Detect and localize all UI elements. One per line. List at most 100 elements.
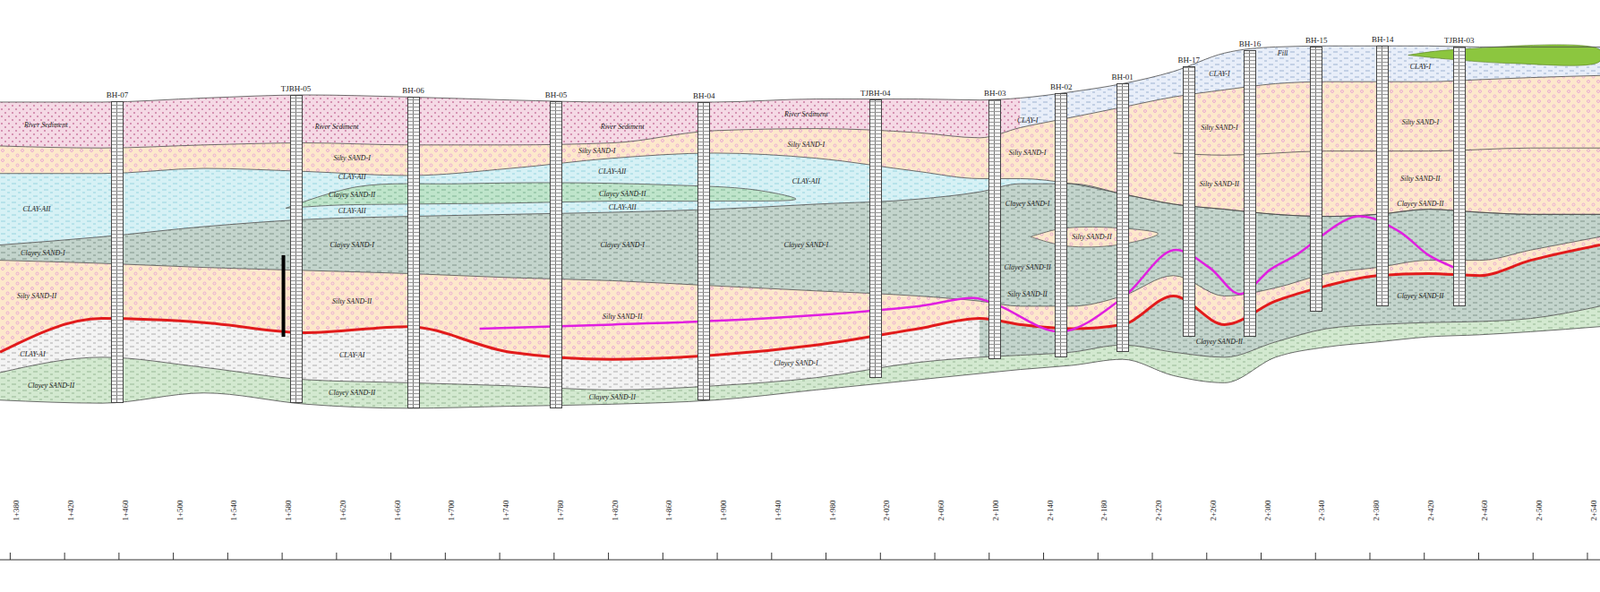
- layer-name: CLAY-AII: [598, 167, 626, 176]
- borehole-column: BH-15: [1304, 35, 1329, 312]
- axis-tick: [717, 552, 719, 560]
- chainage-label: 1+620: [337, 500, 347, 522]
- red-line: [0, 245, 1600, 360]
- chainage-label: 2+500: [1534, 500, 1544, 522]
- layer-name: Clayey SAND-II: [1196, 337, 1243, 346]
- chainage-label: 2+060: [936, 500, 946, 522]
- layer-name: Clayey SAND-II: [598, 189, 646, 198]
- borehole-log: [988, 99, 1002, 360]
- layer-name: CLAY-AI: [19, 350, 45, 359]
- borehole-column: BH-04: [692, 91, 717, 401]
- boundary-line: [0, 236, 1600, 306]
- layer-name: CLAY-AII: [792, 177, 821, 186]
- chainage-label: 1+700: [446, 500, 456, 522]
- magenta-line: [479, 215, 1455, 332]
- axis-tick: [64, 552, 66, 560]
- layer-name: Silty SAND-I: [787, 140, 826, 149]
- layer-name: Silty SAND-II: [1400, 174, 1440, 183]
- layer-name: Clayey SAND-I: [20, 248, 66, 257]
- borehole-id: BH-14: [1370, 34, 1395, 45]
- layer-name: Silty SAND-I: [1009, 148, 1047, 157]
- axis-tick: [1423, 552, 1425, 560]
- layer-name: CLAY-I: [1017, 116, 1038, 125]
- layer-name: Clayey SAND-II: [589, 393, 636, 402]
- axis-tick: [499, 552, 501, 560]
- borehole-log: [111, 101, 124, 403]
- borehole-id: TJBH-05: [280, 84, 313, 95]
- borehole-column: BH-03: [983, 88, 1008, 360]
- axis-tick: [444, 552, 446, 560]
- chainage-label: 2+260: [1207, 500, 1217, 522]
- borehole-column: BH-14: [1370, 34, 1395, 307]
- borehole-log: [697, 102, 711, 401]
- axis-tick: [1260, 552, 1262, 560]
- borehole-column: TJBH-04: [859, 88, 892, 378]
- boundary-line: [0, 45, 1600, 103]
- layer-name: Clayey SAND-II: [328, 388, 376, 397]
- chainage-label: 1+380: [11, 500, 21, 522]
- layer-name: Clayey SAND-II: [27, 381, 75, 390]
- layer-name: Clayey SAND-II: [328, 190, 376, 199]
- borehole-id: BH-17: [1176, 55, 1201, 66]
- layer-name: Silty SAND-I: [578, 146, 617, 155]
- axis-tick: [1097, 552, 1099, 560]
- axis-tick: [1043, 552, 1044, 560]
- layer-name: River Sediment: [24, 120, 69, 129]
- silty-sand-lens: [1030, 226, 1158, 247]
- borehole-column: BH-07: [105, 90, 130, 403]
- layer-name: Silty SAND-II: [17, 291, 57, 300]
- chainage-label: 1+580: [283, 500, 293, 522]
- axis-tick: [1206, 552, 1207, 560]
- chainage-label: 1+980: [827, 500, 837, 522]
- axis-tick: [335, 552, 337, 560]
- chainage-label: 2+220: [1154, 500, 1164, 522]
- layer-name: CLAY-I: [1208, 69, 1230, 78]
- borehole-column: BH-05: [544, 90, 569, 409]
- chainage-label: 2+420: [1425, 500, 1435, 522]
- borehole-id: BH-06: [401, 85, 426, 96]
- borehole-log: [290, 94, 303, 403]
- chainage-label: 1+500: [174, 500, 184, 522]
- layer-name: Silty SAND-I: [1402, 118, 1440, 127]
- layer-name: CLAY-I: [1410, 62, 1431, 71]
- layer-name: Silty SAND-II: [602, 312, 642, 321]
- borehole-log: [869, 99, 882, 378]
- axis-tick: [172, 552, 174, 560]
- chainage-label: 1+900: [718, 500, 728, 522]
- layer-name: Clayey SAND-I: [1005, 199, 1051, 208]
- axis-tick: [1152, 552, 1154, 560]
- axis-tick: [1532, 552, 1534, 560]
- chainage-label: 2+140: [1044, 500, 1054, 522]
- axis-tick: [1369, 552, 1371, 560]
- borehole-id: TJBH-04: [859, 88, 892, 99]
- chainage-label: 2+380: [1371, 500, 1381, 522]
- borehole-log: [1376, 45, 1389, 307]
- chainage-label: 2+340: [1317, 500, 1327, 522]
- layer-name: River Sediment: [600, 122, 645, 131]
- borehole-id: BH-16: [1238, 39, 1263, 50]
- chainage-label: 1+780: [555, 500, 565, 522]
- borehole-id: BH-02: [1049, 82, 1074, 93]
- layer-name: Silty SAND-II: [1071, 232, 1112, 241]
- layer-boundaries: [0, 45, 1600, 409]
- layer-name: Silty SAND-II: [332, 297, 372, 306]
- borehole-id: BH-03: [983, 88, 1008, 99]
- chainage-label: 2+540: [1589, 500, 1599, 522]
- borehole-log: [1054, 93, 1068, 358]
- axis-tick: [607, 552, 609, 560]
- boundary-line: [0, 75, 1600, 148]
- borehole-id: BH-15: [1304, 35, 1329, 46]
- clayey-sand-lens: [285, 182, 796, 209]
- borehole-log: [407, 96, 420, 408]
- axis-tick: [118, 552, 120, 560]
- layer-name: Silty SAND-II: [1199, 179, 1240, 189]
- borehole-id: TJBH-03: [1443, 35, 1476, 46]
- axis-tick: [227, 552, 229, 560]
- layer-name: CLAY-AII: [608, 203, 637, 212]
- boundary-line: [0, 153, 1600, 217]
- layer-name: Clayey SAND-II: [1004, 263, 1052, 272]
- chainage-label: 1+940: [772, 500, 782, 522]
- strata: [0, 44, 1600, 409]
